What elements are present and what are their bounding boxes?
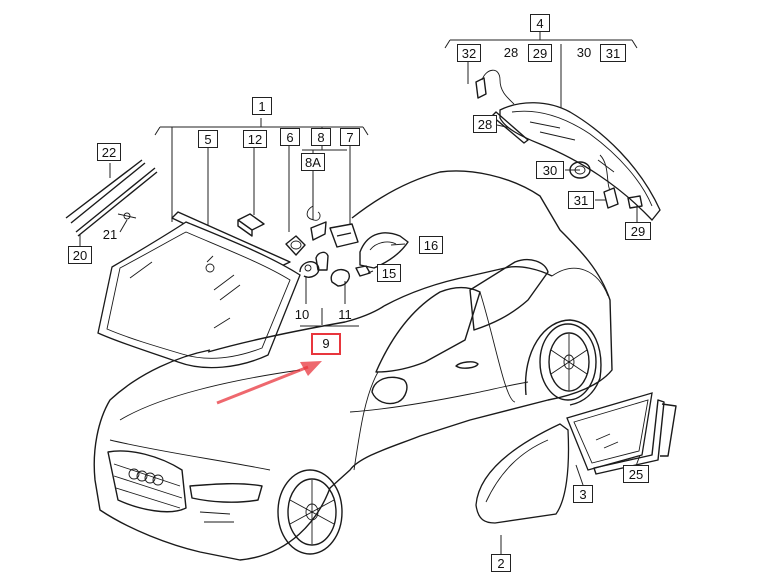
callout-1[interactable]: 1 (252, 97, 272, 115)
callout-32[interactable]: 32 (457, 44, 481, 62)
trim-strip-parts (65, 159, 158, 237)
callout-11[interactable]: 11 (338, 307, 352, 322)
callout-7[interactable]: 7 (340, 128, 360, 146)
callout-3[interactable]: 3 (573, 485, 593, 503)
rear-window-parts (475, 69, 661, 221)
callout-12[interactable]: 12 (243, 130, 267, 148)
callout-10[interactable]: 10 (294, 307, 310, 322)
callout-4[interactable]: 4 (530, 14, 550, 32)
callout-6[interactable]: 6 (280, 128, 300, 146)
callout-31[interactable]: 31 (568, 191, 594, 209)
callout-16[interactable]: 16 (419, 236, 443, 254)
windshield-drawing (97, 211, 301, 369)
callout-15[interactable]: 15 (377, 264, 401, 282)
callout-2[interactable]: 2 (491, 554, 511, 572)
front-wheel (277, 469, 343, 555)
callout-29-header[interactable]: 29 (528, 44, 552, 62)
callout-28-header[interactable]: 28 (503, 45, 519, 60)
callout-31-header[interactable]: 31 (600, 44, 626, 62)
callout-20[interactable]: 20 (68, 246, 92, 264)
callout-30[interactable]: 30 (536, 161, 564, 179)
callout-9-highlighted[interactable]: 9 (311, 333, 341, 355)
audi-rings (128, 468, 164, 486)
callout-21[interactable]: 21 (102, 227, 118, 242)
callout-22[interactable]: 22 (97, 143, 121, 161)
callout-28[interactable]: 28 (473, 115, 497, 133)
callout-25[interactable]: 25 (623, 465, 649, 483)
callout-29[interactable]: 29 (625, 222, 651, 240)
car-body-drawing (93, 170, 613, 561)
callout-5[interactable]: 5 (198, 130, 218, 148)
callout-8[interactable]: 8 (311, 128, 331, 146)
rear-wheel (524, 319, 602, 406)
callout-8a[interactable]: 8A (301, 153, 325, 171)
highlight-arrow (216, 361, 322, 405)
callout-30-header[interactable]: 30 (576, 45, 592, 60)
door-glass-parts (475, 392, 677, 524)
